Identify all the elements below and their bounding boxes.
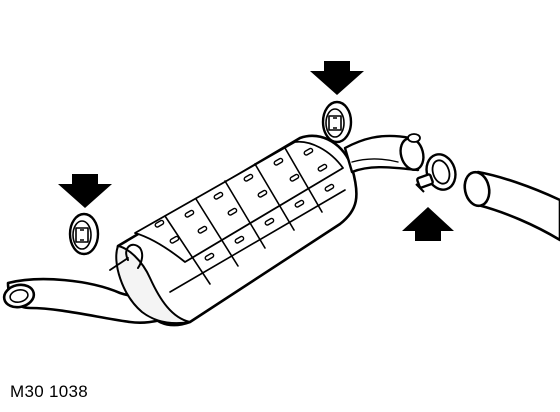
arrow-down-icon (310, 61, 364, 95)
clamp-icon (415, 153, 457, 193)
mounting-rubber-icon (321, 100, 353, 144)
arrow-up-icon (402, 207, 454, 241)
front-pipe-icon (463, 170, 560, 242)
figure-code: M30 1038 (10, 382, 89, 401)
arrow-down-icon (58, 174, 112, 208)
mounting-rubber-icon (68, 212, 100, 256)
tailpipe-icon (2, 277, 184, 324)
inlet-pipe-icon (343, 133, 425, 174)
rear-silencer-icon (109, 134, 358, 327)
